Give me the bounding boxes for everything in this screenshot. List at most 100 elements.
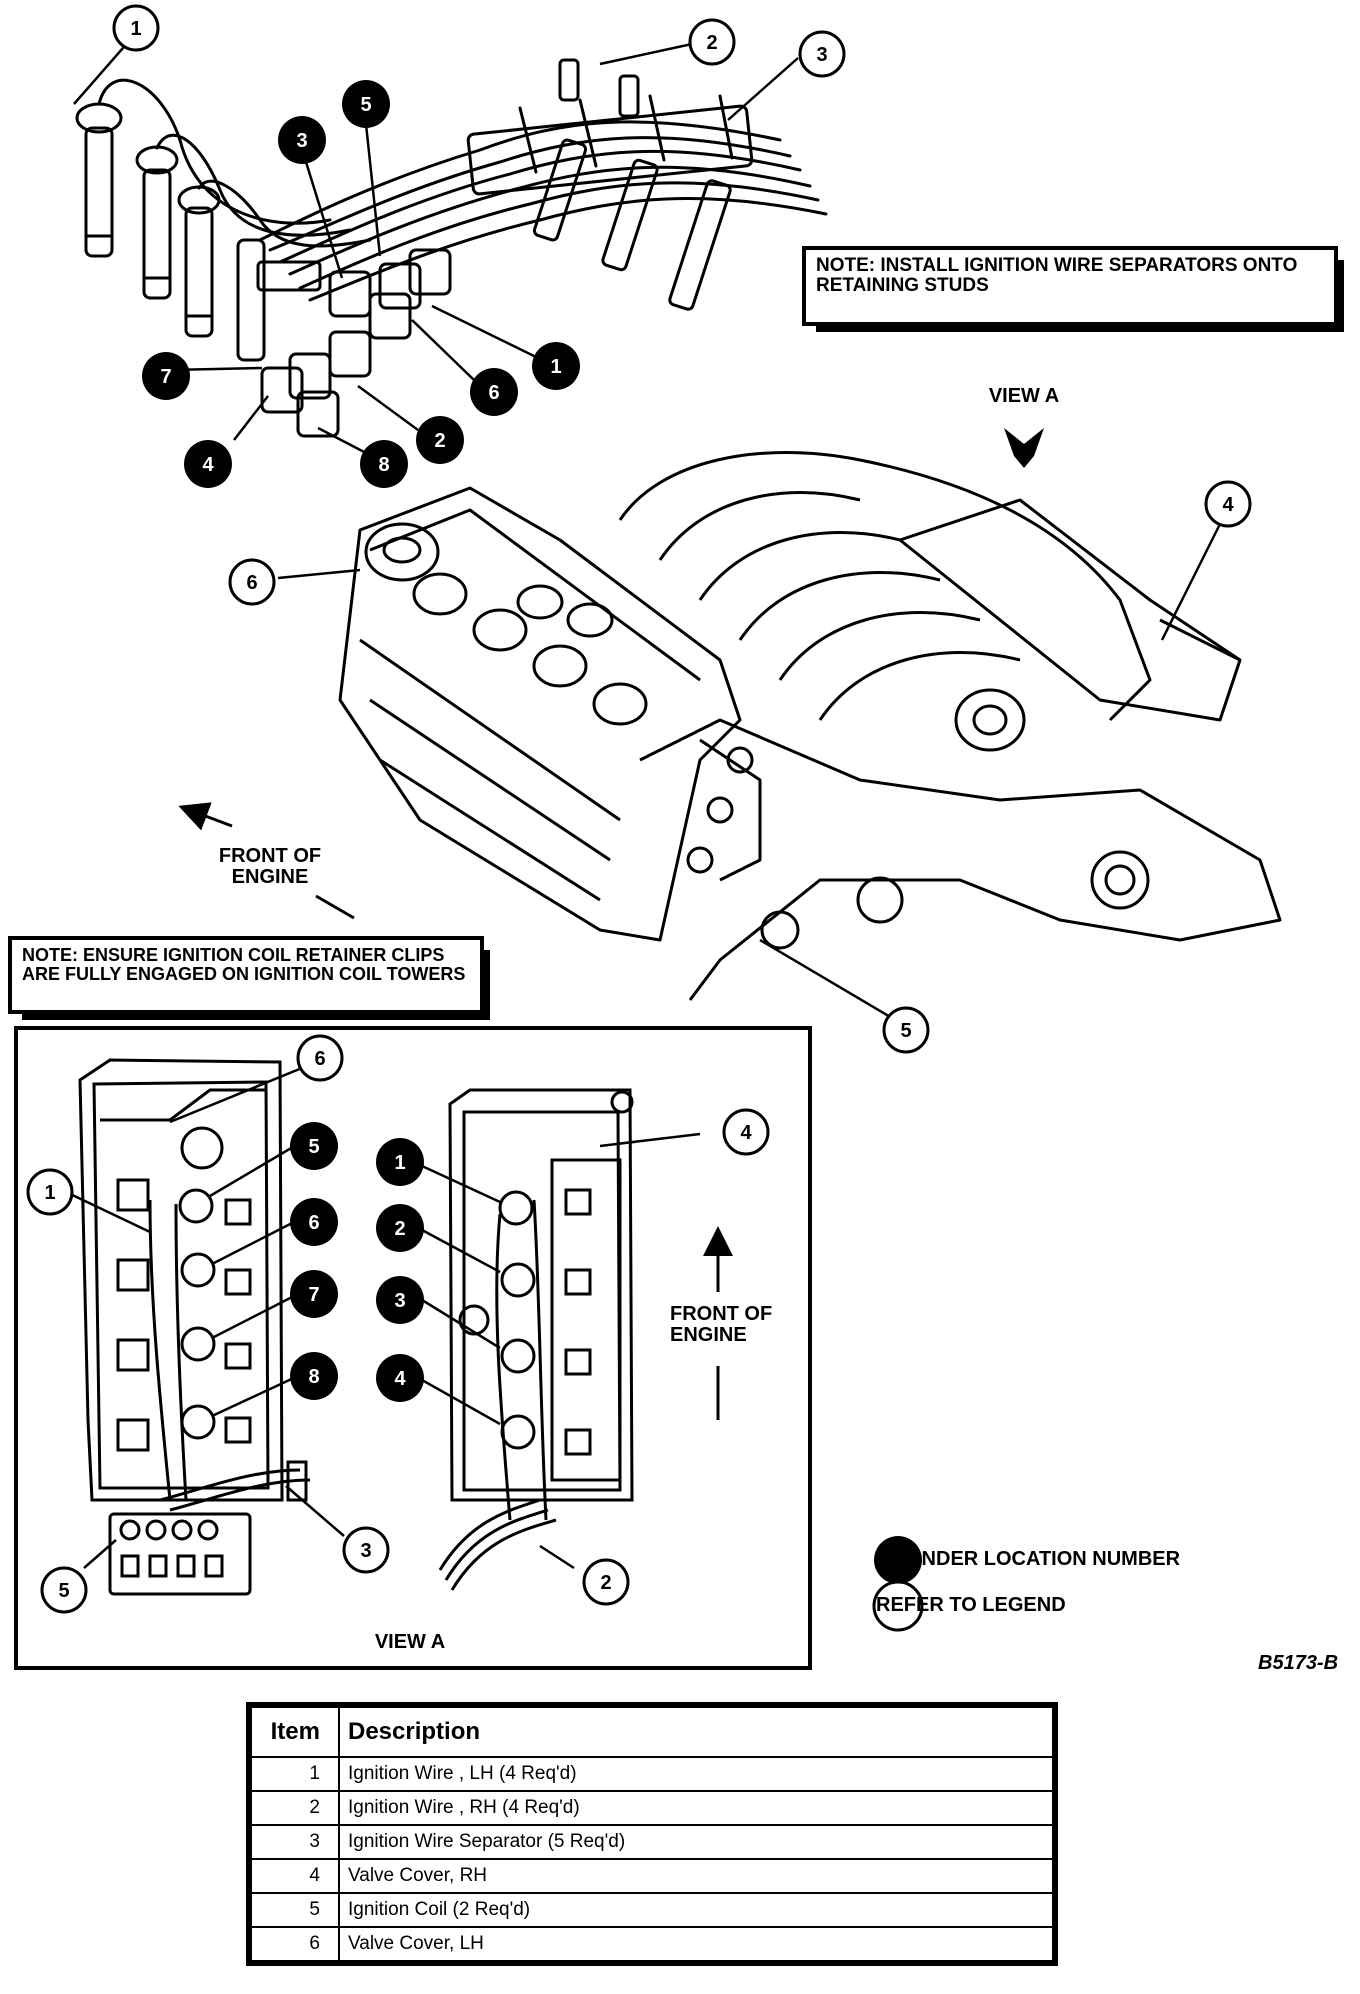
svg-text:2: 2: [600, 1572, 611, 1594]
figure-id: B5173-B: [1258, 1652, 1339, 1674]
item-number: 3: [250, 1824, 340, 1860]
item-description: Ignition Coil (2 Req'd): [338, 1892, 1054, 1928]
callout-open-inset-1: 1: [26, 1168, 74, 1216]
item-number: 2: [250, 1790, 340, 1826]
front-arrow-top-lower: [315, 894, 355, 920]
inset-cylinder-marker-8: 8: [290, 1352, 338, 1400]
svg-text:6: 6: [488, 382, 499, 404]
svg-text:3: 3: [360, 1540, 371, 1562]
svg-text:3: 3: [296, 130, 307, 152]
svg-text:4: 4: [394, 1368, 406, 1390]
svg-text:6: 6: [308, 1212, 319, 1234]
legend-filled-circle-icon: [874, 1536, 922, 1584]
item-description: Ignition Wire , LH (4 Req'd): [338, 1756, 1054, 1792]
callout-label: 1: [130, 18, 141, 40]
cylinder-marker-7: 7: [142, 352, 190, 400]
rh-valve-cover: [438, 1088, 634, 1591]
view-a-arrow-icon: [1004, 428, 1044, 468]
svg-text:1: 1: [44, 1182, 55, 1204]
legend-refer-to-legend: REFER TO LEGEND: [876, 1594, 1066, 1616]
svg-text:7: 7: [160, 366, 171, 388]
callout-open-inset-2: 2: [582, 1558, 630, 1606]
item-number: 6: [250, 1926, 340, 1962]
note-coil-retainer-clips: NOTE: ENSURE IGNITION COIL RETAINER CLIP…: [8, 936, 490, 1020]
inset-cylinder-marker-3: 3: [376, 1276, 424, 1324]
svg-text:4: 4: [202, 454, 214, 476]
svg-text:2: 2: [706, 32, 717, 54]
front-arrow-top-upper: [178, 802, 233, 831]
svg-text:8: 8: [308, 1366, 319, 1388]
svg-text:6: 6: [314, 1048, 325, 1070]
svg-text:8: 8: [378, 454, 389, 476]
callout-open-6: 6: [228, 558, 276, 606]
item-description: Valve Cover, LH: [338, 1926, 1054, 1962]
item-number: 5: [250, 1892, 340, 1928]
svg-text:3: 3: [816, 44, 827, 66]
svg-text:1: 1: [394, 1152, 405, 1174]
rh-coil-towers: [498, 1190, 536, 1450]
callout-open-inset-6: 6: [296, 1034, 344, 1082]
cylinder-marker-1: 1: [532, 342, 580, 390]
legend-open-circle-icon: [872, 1580, 924, 1632]
ignition-coils-cluster: [256, 248, 452, 438]
item-description: Valve Cover, RH: [338, 1858, 1054, 1894]
legend-cylinder-location: CYLINDER LOCATION NUMBER: [876, 1548, 1181, 1570]
cylinder-marker-8: 8: [360, 440, 408, 488]
spark-plug-boots-left: [75, 102, 266, 362]
item-number: 4: [250, 1858, 340, 1894]
lh-coil-towers: [178, 1188, 216, 1440]
view-a-label-inset: VIEW A: [374, 1631, 446, 1653]
cylinder-marker-3: 3: [278, 116, 326, 164]
engine-drawing: [338, 451, 1282, 1001]
cylinder-marker-4: 4: [184, 440, 232, 488]
view-a-label-top: VIEW A: [988, 385, 1060, 407]
leader-lines: [65, 39, 1224, 1570]
svg-text:5: 5: [58, 1580, 69, 1602]
svg-text:1: 1: [550, 356, 561, 378]
callout-open-inset-3: 3: [342, 1526, 390, 1574]
svg-text:2: 2: [394, 1218, 405, 1240]
callout-markers: 1 2 3 4 6 5 6 1 4 3 5 2 3 5 1 6 7 2 8 4 …: [26, 4, 1252, 1632]
callout-open-inset-5: 5: [40, 1566, 88, 1614]
cylinder-marker-2: 2: [416, 416, 464, 464]
svg-text:3: 3: [394, 1290, 405, 1312]
svg-text:4: 4: [1222, 494, 1234, 516]
item-description: Ignition Wire , RH (4 Req'd): [338, 1790, 1054, 1826]
front-of-engine-label-inset: FRONT OF ENGINE: [670, 1303, 773, 1346]
callout-open-4: 4: [1204, 480, 1252, 528]
wire-bundle: [97, 78, 828, 302]
header-item: Item: [250, 1706, 340, 1758]
cylinder-marker-6: 6: [470, 368, 518, 416]
svg-text:4: 4: [740, 1122, 752, 1144]
view-a-inset-frame: [14, 1026, 812, 1670]
inset-cylinder-marker-5: 5: [290, 1122, 338, 1170]
item-description: Ignition Wire Separator (5 Req'd): [338, 1824, 1054, 1860]
table-header-row: Item Description: [250, 1706, 1054, 1758]
note-install-separators: NOTE: INSTALL IGNITION WIRE SEPARATORS O…: [802, 246, 1344, 332]
svg-text:6: 6: [246, 572, 257, 594]
header-description: Description: [338, 1706, 1054, 1758]
cylinder-marker-5: 5: [342, 80, 390, 128]
callout-open-5: 5: [882, 1006, 930, 1054]
lh-valve-cover: [78, 1058, 311, 1596]
inset-cylinder-marker-6: 6: [290, 1198, 338, 1246]
svg-text:2: 2: [434, 430, 445, 452]
front-of-engine-label-top: FRONT OF ENGINE: [218, 845, 322, 888]
callout-open-3: 3: [798, 30, 846, 78]
svg-text:7: 7: [308, 1284, 319, 1306]
callout-open-inset-4: 4: [722, 1108, 770, 1156]
svg-text:5: 5: [308, 1136, 319, 1158]
inset-cylinder-marker-1: 1: [376, 1138, 424, 1186]
ignition-wire-harness-drawing: [75, 58, 828, 438]
callout-open-1: 1: [112, 4, 160, 52]
callout-open-2: 2: [688, 18, 736, 66]
item-number: 1: [250, 1756, 340, 1792]
